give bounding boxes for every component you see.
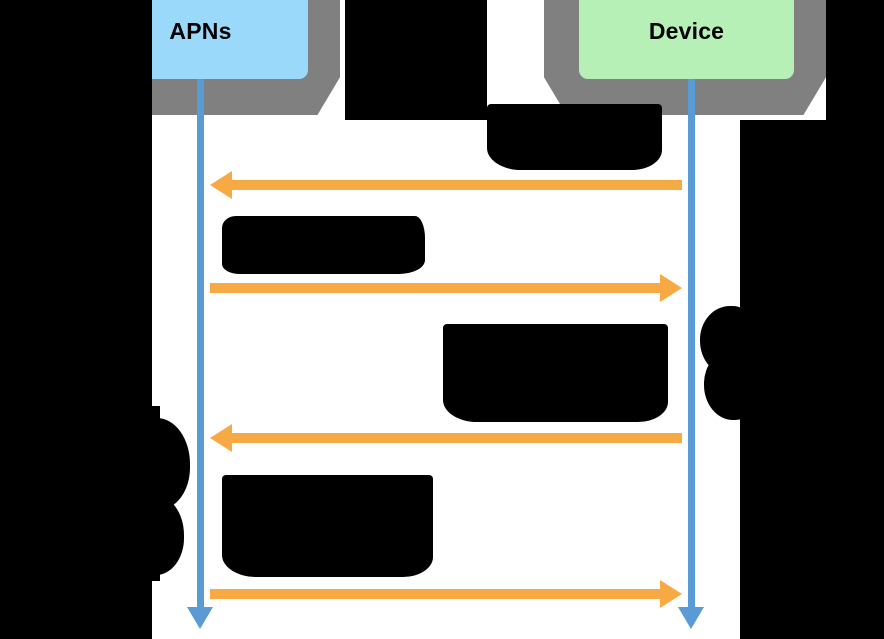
message-line-1 [228, 180, 682, 190]
device-lifeline [688, 79, 695, 607]
redaction-margin-left-strip [0, 0, 152, 639]
redaction-message-label-4 [222, 475, 433, 577]
message-arrow-1[interactable] [210, 171, 682, 199]
redaction-message-label-2 [222, 216, 425, 274]
apns-lifeline-arrowhead [187, 607, 213, 629]
message-arrowhead-2 [660, 274, 682, 302]
device-node-label: Device [648, 18, 725, 44]
redaction-message-label-3 [443, 324, 668, 422]
message-arrow-3[interactable] [210, 424, 682, 452]
redaction-margin-top-strip [345, 0, 487, 120]
device-node-box[interactable]: Device [579, 0, 794, 79]
device-lifeline-arrowhead [678, 607, 704, 629]
message-arrowhead-4 [660, 580, 682, 608]
message-arrowhead-1 [210, 171, 232, 199]
apns-node-label: APNs [169, 18, 232, 44]
message-arrow-2[interactable] [210, 274, 682, 302]
message-line-3 [228, 433, 682, 443]
message-line-4 [210, 589, 664, 599]
redaction-message-label-1 [487, 104, 662, 170]
message-arrowhead-3 [210, 424, 232, 452]
redaction-margin-right-block [740, 120, 884, 639]
apns-lifeline [197, 79, 204, 607]
message-line-2 [210, 283, 664, 293]
message-arrow-4[interactable] [210, 580, 682, 608]
